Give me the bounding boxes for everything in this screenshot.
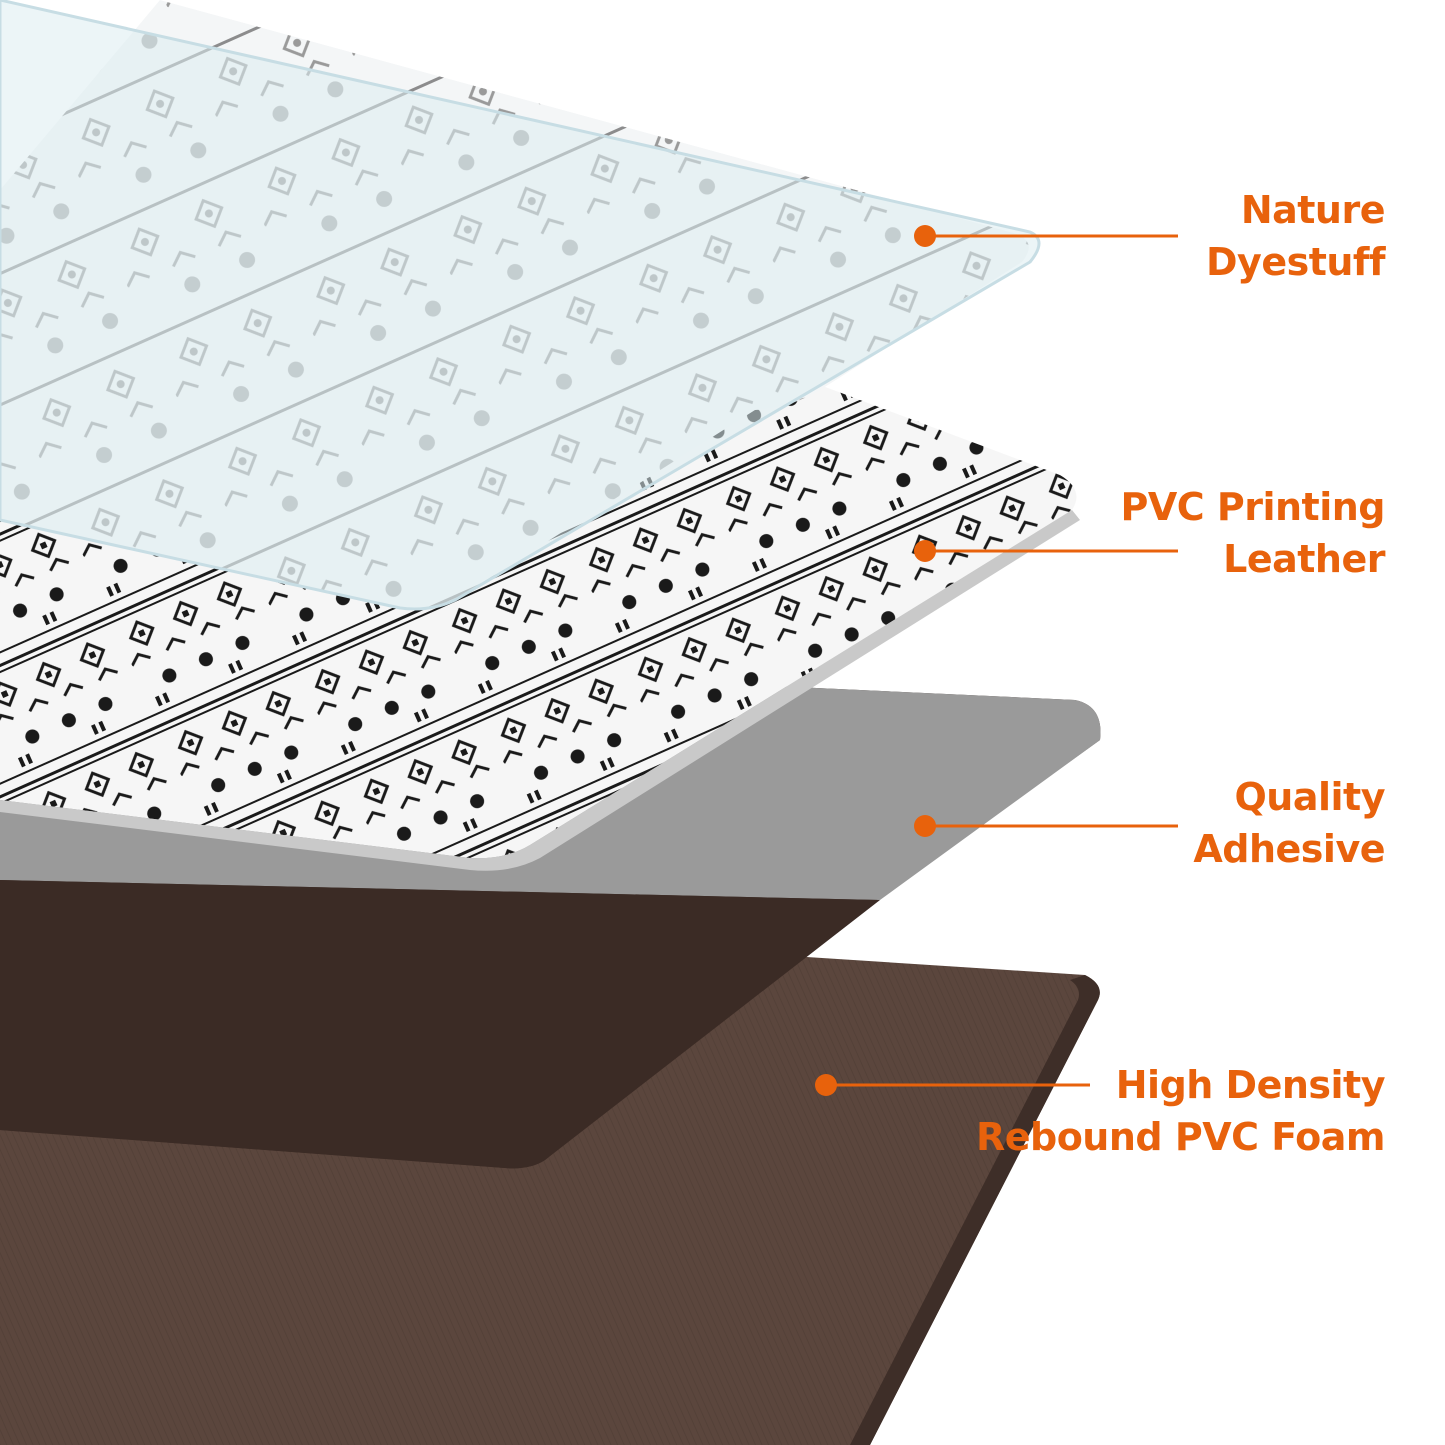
label-line: Nature — [1206, 184, 1385, 236]
layer-label-adhesive: Quality Adhesive — [1193, 771, 1385, 875]
callout-dot-icon — [815, 1074, 837, 1096]
callout-dot-icon — [914, 225, 936, 247]
layer-label-dyestuff: Nature Dyestuff — [1206, 184, 1385, 288]
callout-dot-icon — [914, 540, 936, 562]
layer-label-foam: High Density Rebound PVC Foam — [976, 1059, 1385, 1163]
label-line: Dyestuff — [1206, 236, 1385, 288]
label-line: High Density — [976, 1059, 1385, 1111]
label-line: PVC Printing — [1121, 481, 1386, 533]
callout-dot-icon — [914, 815, 936, 837]
label-line: Adhesive — [1193, 823, 1385, 875]
label-line: Leather — [1121, 533, 1386, 585]
layer-label-print: PVC Printing Leather — [1121, 481, 1386, 585]
label-line: Quality — [1193, 771, 1385, 823]
label-line: Rebound PVC Foam — [976, 1111, 1385, 1163]
